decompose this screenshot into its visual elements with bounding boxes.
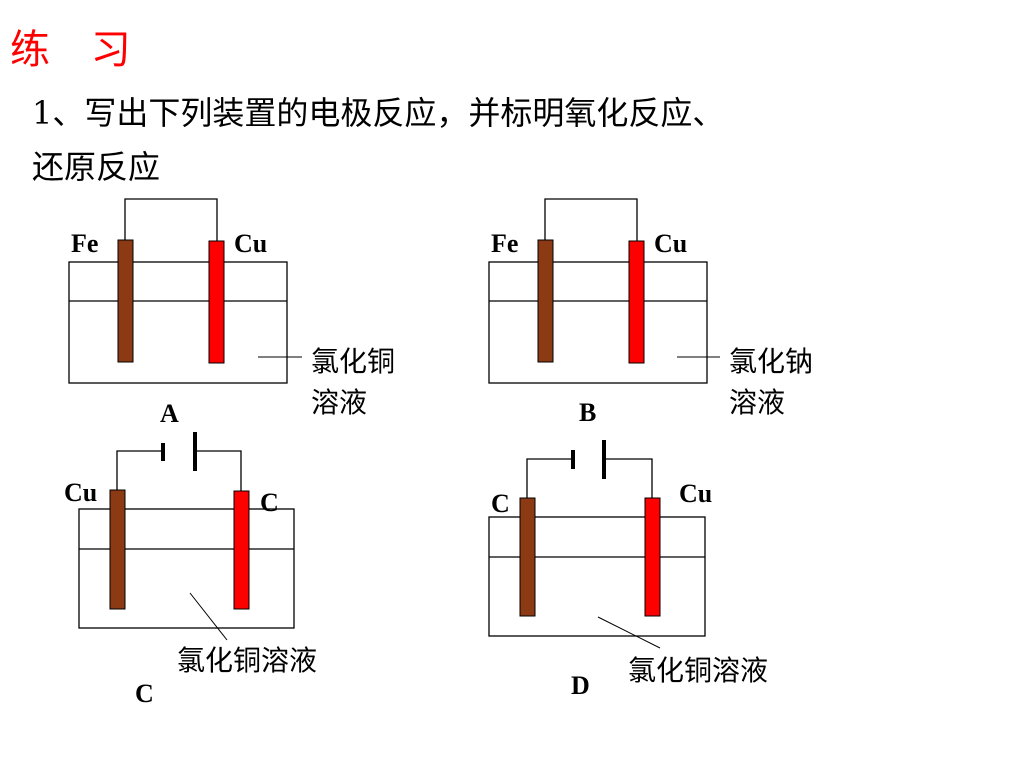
- right-electrode-label: Cu: [679, 479, 712, 508]
- solution-label-line-2: 溶液: [311, 386, 367, 419]
- solution-label-line-1: 氯化钠: [729, 345, 813, 378]
- cu-electrode: [109, 489, 126, 610]
- slide-title: 练 习: [10, 27, 145, 73]
- solution-label-line-1: 氯化铜: [311, 345, 395, 378]
- right-electrode-label: Cu: [234, 229, 267, 258]
- diagram-label: A: [160, 399, 179, 428]
- solution-label-line-2: 溶液: [729, 386, 785, 419]
- pointer-line: [597, 616, 661, 649]
- diagram-label: D: [571, 671, 590, 700]
- left-electrode-label: Fe: [491, 229, 518, 258]
- diagram-label: C: [135, 679, 154, 708]
- left-electrode-label: Fe: [71, 229, 98, 258]
- diagram-label: B: [579, 398, 596, 427]
- wire: [544, 198, 638, 241]
- right-electrode-label: C: [260, 488, 279, 517]
- fe-electrode: [537, 239, 554, 363]
- cu-electrode: [628, 240, 645, 364]
- left-electrode-label: Cu: [64, 478, 97, 507]
- beaker: [488, 261, 708, 384]
- pointer-line: [189, 592, 228, 641]
- diagram-c: Cu C 氯化铜溶液 C: [64, 432, 317, 708]
- wire: [124, 198, 218, 241]
- fe-electrode: [117, 239, 134, 363]
- solution-label: 氯化铜溶液: [628, 654, 768, 687]
- cu-electrode: [644, 497, 661, 617]
- diagram-b: Fe Cu 氯化钠 溶液 B: [488, 198, 813, 427]
- cu-electrode: [208, 240, 225, 364]
- wire-right: [195, 450, 242, 491]
- solution-label: 氯化铜溶液: [177, 644, 317, 677]
- left-electrode-label: C: [491, 489, 510, 518]
- beaker: [78, 508, 295, 629]
- beaker: [68, 261, 288, 384]
- right-electrode-label: Cu: [654, 229, 687, 258]
- question-line-1: 1、写出下列装置的电极反应，并标明氧化反应、: [32, 94, 725, 132]
- question-line-2: 还原反应: [32, 148, 161, 186]
- diagram-a: Fe Cu 氯化铜 溶液 A: [68, 198, 395, 428]
- beaker: [488, 516, 706, 637]
- c-electrode: [233, 490, 250, 610]
- wire-right: [604, 458, 653, 498]
- wire-left: [116, 450, 163, 490]
- diagram-d: C Cu 氯化铜溶液 D: [488, 440, 768, 700]
- question-text: 1、写出下列装置的电极反应，并标明氧化反应、 还原反应: [32, 86, 932, 194]
- wire-left: [526, 458, 573, 498]
- c-electrode: [519, 497, 536, 617]
